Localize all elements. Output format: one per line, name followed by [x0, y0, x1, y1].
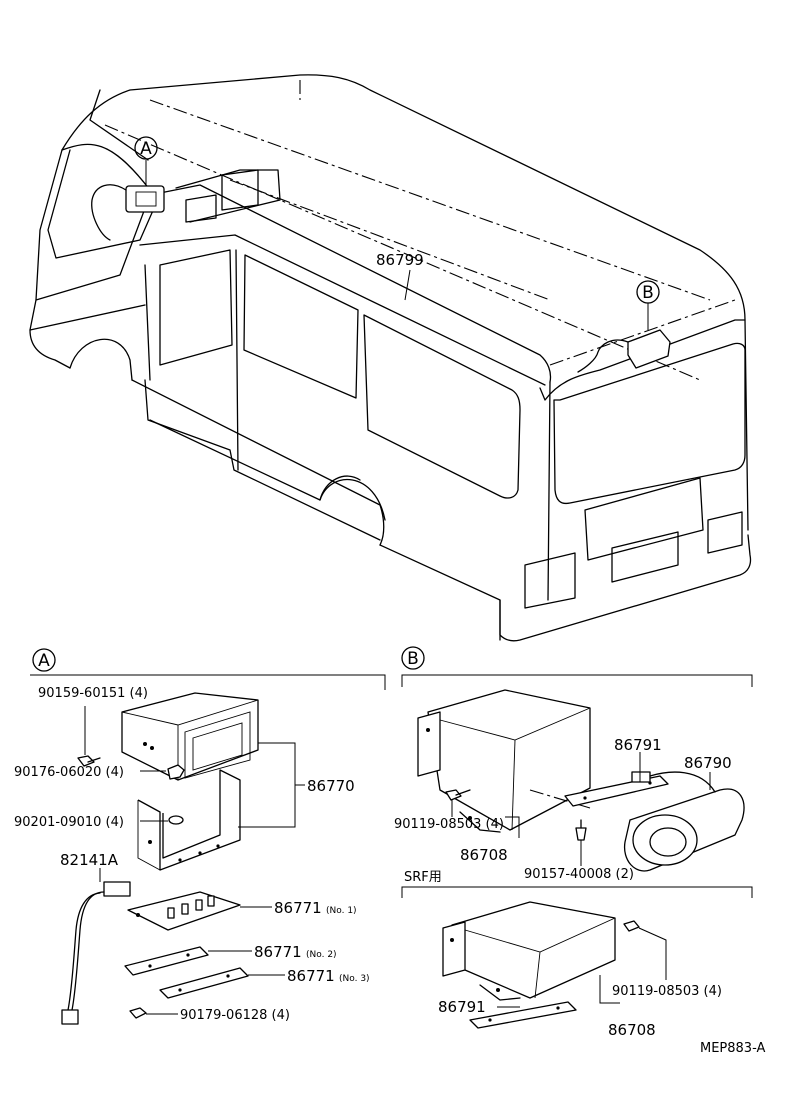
callout-b-van: B [636, 280, 660, 304]
srf-bracket-label: 86791 [438, 998, 486, 1016]
part-nut-label: 90176-06020 (4) [14, 765, 124, 780]
washer-icon [168, 815, 184, 825]
section-b-label: B [407, 649, 419, 669]
part-b-unit-label: 86708 [460, 846, 508, 864]
part-wire-label: 82141A [60, 851, 119, 869]
section-srf: SRF用 90119-08503 (4) 86791 86708 [401, 870, 753, 1039]
bracket-86771-no1 [127, 891, 241, 931]
srf-bolt-icon [623, 920, 640, 932]
screw-icon [77, 755, 101, 767]
van-illustration [29, 74, 752, 642]
callout-a-van: A [134, 136, 158, 160]
srf-bolt-label: 90119-08503 (4) [612, 984, 722, 999]
svg-text:B: B [642, 283, 654, 303]
speaker-86790 [623, 771, 745, 872]
part-bracket-no3-label: 86771 [287, 967, 335, 985]
section-srf-label: SRF用 [404, 870, 442, 885]
part-bracket-no3-suffix: (No. 3) [339, 974, 370, 984]
section-a-label: A [38, 651, 50, 671]
clip-icon [575, 819, 587, 841]
srf-unit-label: 86708 [608, 1021, 656, 1039]
part-bracket-no1-suffix: (No. 1) [326, 906, 357, 916]
part-bracket-no1-label: 86771 [274, 899, 322, 917]
unit-86708 [417, 689, 591, 833]
part-bracket-no2-label: 86771 [254, 943, 302, 961]
srf-bracket-86791 [469, 1001, 577, 1029]
bracket-86771-no2 [124, 946, 209, 976]
wire-82141a [61, 881, 131, 1025]
part-b-speaker-label: 86790 [684, 754, 732, 772]
nut-icon [167, 764, 185, 780]
part-screw-label: 90159-60151 (4) [38, 686, 148, 701]
control-unit-86770 [121, 692, 259, 781]
part-b-bracket-label: 86791 [614, 736, 662, 754]
section-b: B [394, 646, 753, 882]
srf-unit-86708 [442, 901, 616, 1001]
figure-code: MEP883-A [700, 1041, 765, 1056]
part-washer-label: 90201-09010 (4) [14, 815, 124, 830]
bracket-86791 [564, 775, 669, 807]
part-bracket-no2-suffix: (No. 2) [306, 950, 337, 960]
part-bolt-label: 90179-06128 (4) [180, 1008, 290, 1023]
harness-part-label: 86799 [376, 251, 424, 269]
section-a: A [14, 648, 386, 1025]
bolt-icon [129, 1007, 147, 1019]
bracket-86771-no3 [159, 967, 249, 999]
mounting-bracket [137, 769, 241, 871]
part-b-bolt-label: 90119-08503 (4) [394, 817, 504, 832]
svg-text:A: A [140, 139, 152, 159]
part-control-unit-label: 86770 [307, 777, 355, 795]
bolt-b-icon [445, 789, 471, 801]
part-b-clip-label: 90157-40008 (2) [524, 867, 634, 882]
